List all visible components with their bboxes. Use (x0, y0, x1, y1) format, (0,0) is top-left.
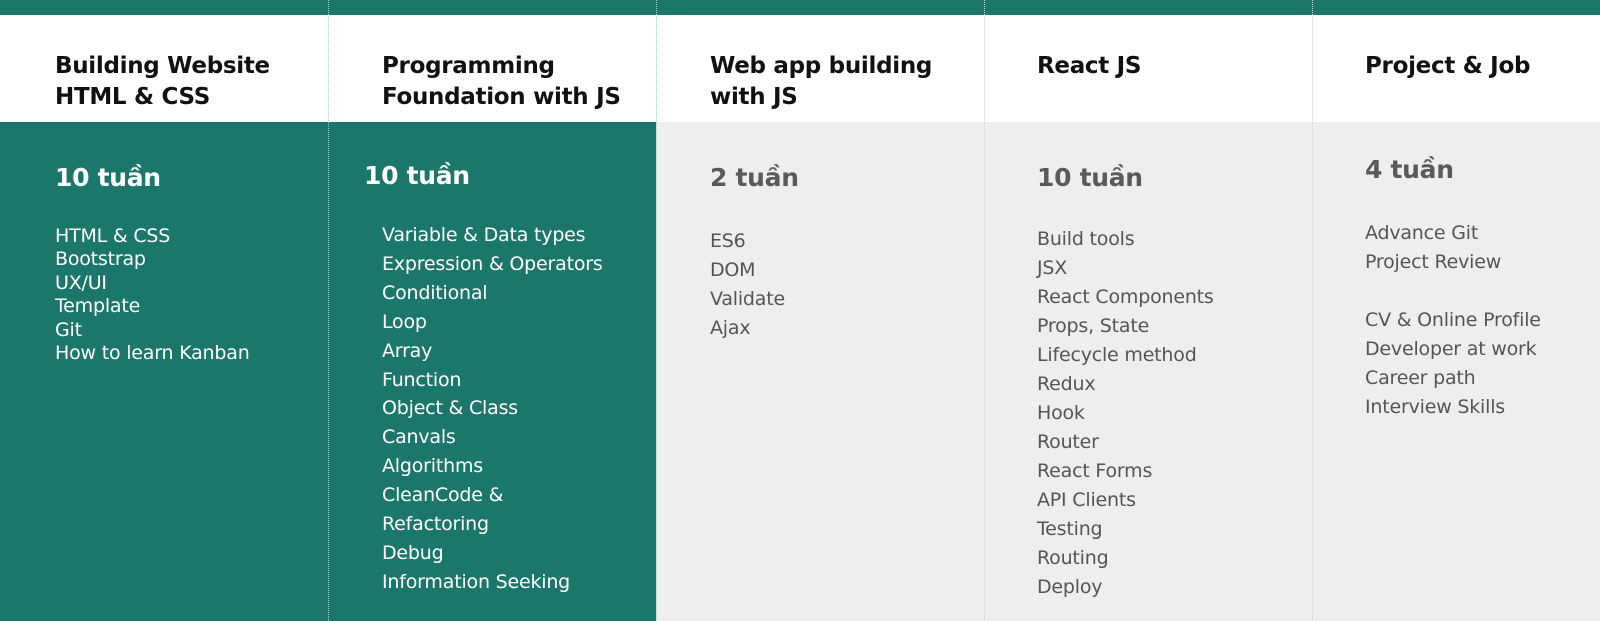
topic-item: Router (1037, 431, 1099, 453)
column-body (984, 122, 1312, 621)
topic-item: React Components (1037, 286, 1214, 308)
column-divider (656, 0, 657, 621)
topic-item: Variable & Data types (382, 224, 586, 246)
topic-item: HTML & CSS (55, 225, 171, 247)
topic-item: CV & Online Profile (1365, 309, 1541, 331)
topic-list: Advance Git Project Review CV & Online P… (1365, 219, 1541, 422)
course-duration: 10 tuần (1037, 163, 1143, 192)
course-title-line: Project & Job (1365, 53, 1531, 79)
topic-item: Conditional (382, 281, 488, 304)
course-duration: 2 tuần (710, 163, 799, 192)
topic-item: Information Seeking (382, 570, 571, 593)
topic-item: Algorithms (382, 455, 483, 478)
topic-item: Developer at work (1365, 338, 1537, 360)
topic-item: ES6 (710, 230, 746, 252)
topic-item: API Clients (1037, 489, 1136, 511)
course-title-line: Foundation with JS (382, 84, 621, 110)
column-divider (984, 0, 985, 621)
column-header (0, 15, 328, 122)
column-divider (328, 0, 329, 621)
topic-item: Lifecycle method (1037, 344, 1197, 366)
topic-item: Career path (1365, 367, 1476, 389)
topic-item: JSX (1037, 257, 1068, 279)
column-body (656, 122, 984, 621)
course-column-programming-foundation (328, 15, 656, 621)
topic-spacer (1365, 277, 1541, 306)
course-duration: 10 tuần (55, 163, 161, 192)
course-duration: 10 tuần (364, 161, 470, 190)
column-divider (1312, 0, 1313, 621)
topic-item: Project Review (1365, 251, 1502, 273)
top-accent-bar (0, 0, 1600, 15)
course-duration: 4 tuần (1365, 155, 1454, 184)
topic-item: How to learn Kanban (55, 342, 250, 365)
course-title-line: Building Website (55, 53, 270, 79)
topic-item: Git (55, 318, 82, 341)
column-header (984, 15, 1312, 122)
topic-list: HTML & CSS Bootstrap UX/UI Template Git … (55, 225, 250, 365)
topic-item: Array (382, 339, 433, 362)
course-column-building-website (0, 15, 328, 621)
topic-item: Props, State (1037, 315, 1150, 337)
topic-item: Hook (1037, 402, 1085, 424)
column-header (656, 15, 984, 122)
topic-item: Build tools (1037, 228, 1135, 250)
course-column-project-job (1312, 15, 1600, 621)
topic-item: React Forms (1037, 460, 1153, 482)
course-title: Project & Job (1365, 51, 1600, 82)
topic-item: Testing (1037, 518, 1103, 540)
column-header (328, 15, 656, 122)
column-body (1312, 122, 1600, 621)
course-title: Building Website HTML & CSS (55, 51, 325, 113)
topic-item: Interview Skills (1365, 396, 1505, 418)
topic-item: Refactoring (382, 513, 489, 536)
course-title-line: React JS (1037, 53, 1142, 79)
topic-item: Redux (1037, 373, 1096, 395)
course-title-line: Programming (382, 53, 555, 79)
topic-item: DOM (710, 259, 756, 281)
column-body (328, 122, 656, 621)
course-column-react-js (984, 15, 1312, 621)
topic-item: UX/UI (55, 271, 107, 294)
topic-item: Template (55, 295, 141, 318)
topic-item: Validate (710, 288, 785, 310)
course-column-web-app-building (656, 15, 984, 621)
topic-item: Function (382, 368, 462, 391)
topic-item: Object & Class (382, 397, 518, 420)
topic-item: Ajax (710, 317, 751, 339)
topic-item: Debug (382, 541, 444, 564)
course-title-line: Web app building (710, 53, 933, 79)
topic-item: Advance Git (1365, 222, 1479, 244)
course-title: Programming Foundation with JS (382, 51, 652, 113)
topic-item: Canvals (382, 426, 456, 449)
topic-item: Expression & Operators (382, 252, 603, 275)
topic-item: Deploy (1037, 576, 1103, 598)
course-title-line: with JS (710, 84, 798, 110)
topic-list: ES6 DOM Validate Ajax (710, 227, 785, 343)
topic-item: Loop (382, 310, 427, 333)
column-header (1312, 15, 1600, 122)
topic-item: CleanCode & (382, 484, 504, 507)
topic-item: Routing (1037, 547, 1109, 569)
topic-item: Bootstrap (55, 248, 146, 271)
column-body (0, 122, 328, 621)
topic-list: Build tools JSX React Components Props, … (1037, 225, 1214, 602)
course-title: Web app building with JS (710, 51, 980, 113)
topic-list: Variable & Data types Expression & Opera… (382, 221, 603, 597)
course-title-line: HTML & CSS (55, 84, 210, 110)
course-title: React JS (1037, 51, 1307, 82)
